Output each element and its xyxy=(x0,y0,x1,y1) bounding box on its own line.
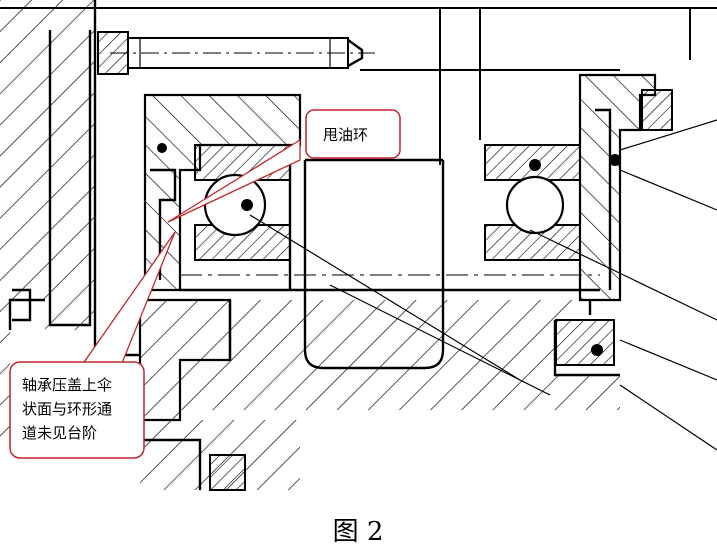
right-housing xyxy=(555,73,673,366)
lower-housing xyxy=(140,300,620,491)
top-bolt xyxy=(97,31,375,75)
bearing-cover-label-line2: 状面与环形通 xyxy=(22,400,112,418)
oil-ring-label: 甩油环 xyxy=(323,126,368,144)
leader-lines xyxy=(249,119,717,451)
bearing-cover-label-line3: 道未见台阶 xyxy=(22,424,97,442)
bearing-cover-callout: 轴承压盖上伞 状面与环形通 道未见台阶 xyxy=(9,231,176,459)
bearing-cover-label-line1: 轴承压盖上伞 xyxy=(22,376,112,394)
frame-lines xyxy=(0,7,717,165)
left-bearing xyxy=(157,143,291,261)
figure-caption: 图 2 xyxy=(333,517,384,547)
oil-ring-callout: 甩油环 xyxy=(167,109,401,223)
